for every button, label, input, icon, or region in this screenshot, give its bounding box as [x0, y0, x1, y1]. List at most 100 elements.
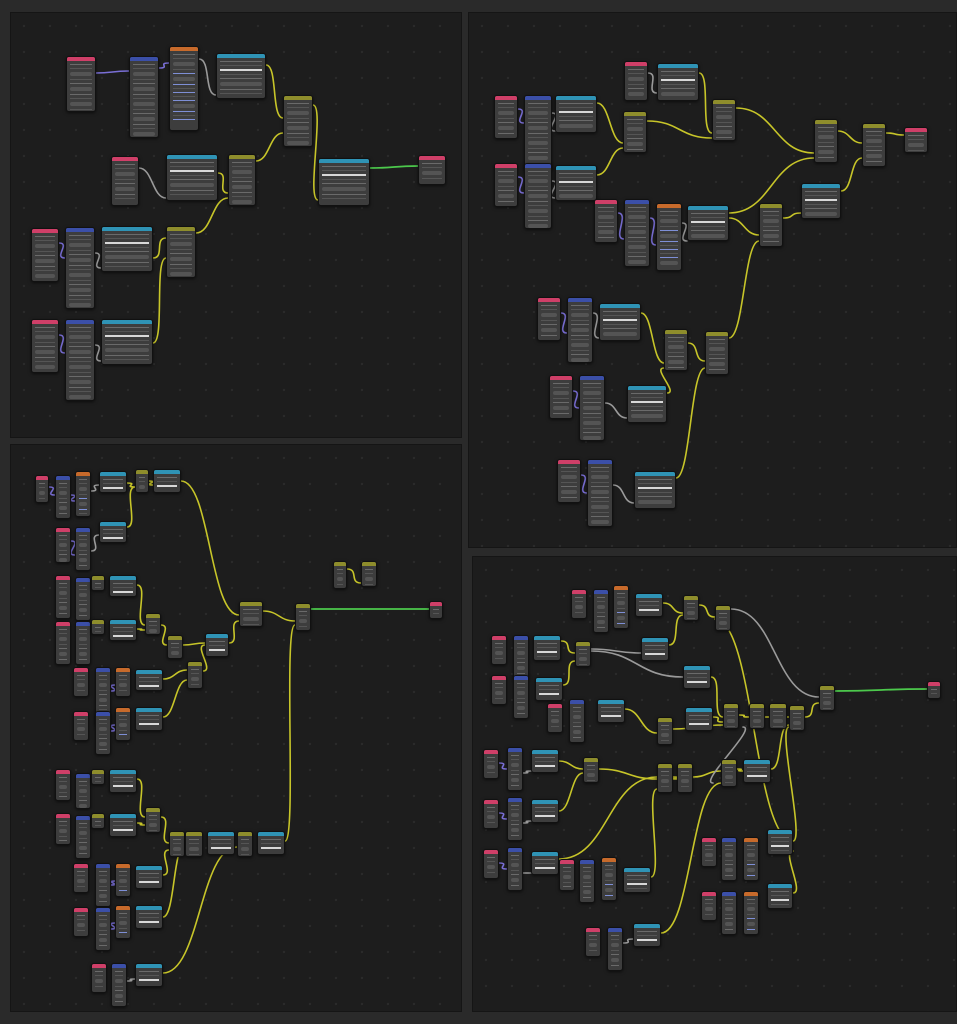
node-field[interactable]	[628, 92, 644, 96]
node-header[interactable]	[92, 576, 104, 580]
node-field[interactable]	[528, 194, 548, 198]
node-header[interactable]	[319, 159, 369, 163]
vector-node[interactable]	[721, 759, 737, 787]
node-header[interactable]	[32, 320, 58, 324]
texture-node[interactable]	[743, 837, 759, 881]
node-field[interactable]	[115, 172, 135, 176]
node-header[interactable]	[657, 204, 681, 208]
node-header[interactable]	[770, 704, 786, 708]
node-header[interactable]	[116, 708, 130, 712]
color-node[interactable]	[135, 905, 163, 929]
node-field[interactable]	[173, 77, 195, 81]
node-header[interactable]	[628, 386, 666, 390]
node-field[interactable]	[35, 335, 55, 339]
node-field[interactable]	[583, 890, 591, 894]
color-node[interactable]	[101, 226, 153, 272]
node-header[interactable]	[658, 64, 698, 68]
node-header[interactable]	[614, 586, 628, 590]
node-header[interactable]	[790, 706, 804, 710]
node-field[interactable]	[95, 979, 103, 983]
node-header[interactable]	[92, 964, 106, 968]
node-header[interactable]	[334, 562, 346, 566]
node-field[interactable]	[299, 619, 307, 623]
node-field[interactable]	[69, 395, 91, 399]
node-field[interactable]	[583, 421, 601, 425]
node-header[interactable]	[56, 770, 70, 774]
node-header[interactable]	[636, 594, 662, 598]
node-field[interactable]	[598, 215, 614, 219]
shader-node[interactable]	[75, 621, 91, 665]
node-header[interactable]	[96, 712, 110, 716]
node-header[interactable]	[495, 96, 517, 100]
node-field[interactable]	[517, 651, 525, 655]
node-header[interactable]	[56, 814, 70, 818]
color-node[interactable]	[599, 303, 641, 341]
shader-node[interactable]	[65, 227, 95, 309]
node-header[interactable]	[56, 476, 70, 480]
node-header[interactable]	[624, 112, 646, 116]
node-field[interactable]	[747, 922, 755, 926]
input-node[interactable]	[73, 711, 89, 741]
node-header[interactable]	[536, 678, 562, 682]
node-field[interactable]	[69, 273, 91, 277]
node-field[interactable]	[511, 763, 519, 767]
node-header[interactable]	[508, 748, 522, 752]
node-field[interactable]	[823, 701, 831, 705]
node-header[interactable]	[608, 928, 622, 932]
node-field[interactable]	[719, 621, 727, 625]
node-field[interactable]	[59, 506, 67, 510]
node-header[interactable]	[534, 636, 560, 640]
node-field[interactable]	[528, 141, 548, 145]
shader-node[interactable]	[513, 675, 529, 719]
node-header[interactable]	[32, 229, 58, 233]
node-field[interactable]	[805, 212, 837, 216]
node-field[interactable]	[59, 637, 67, 641]
node-field[interactable]	[511, 813, 519, 817]
node-field[interactable]	[818, 150, 834, 154]
vector-node[interactable]	[145, 613, 161, 635]
node-field[interactable]	[69, 258, 91, 262]
color-node[interactable]	[533, 635, 561, 661]
input-node[interactable]	[66, 56, 96, 112]
input-node[interactable]	[483, 749, 499, 779]
node-header[interactable]	[296, 604, 310, 608]
node-field[interactable]	[133, 132, 155, 136]
color-node[interactable]	[743, 759, 771, 783]
node-header[interactable]	[625, 62, 647, 66]
node-field[interactable]	[660, 234, 678, 238]
vector-node[interactable]	[705, 331, 729, 375]
node-field[interactable]	[115, 994, 123, 998]
shader-node[interactable]	[75, 527, 91, 571]
node-field[interactable]	[725, 868, 733, 872]
shader-node[interactable]	[111, 963, 127, 1007]
node-header[interactable]	[600, 304, 640, 308]
node-header[interactable]	[112, 964, 126, 968]
node-header[interactable]	[508, 848, 522, 852]
node-field[interactable]	[597, 605, 605, 609]
output-node[interactable]	[418, 155, 446, 185]
node-field[interactable]	[232, 170, 252, 174]
vector-node[interactable]	[819, 685, 835, 711]
vector-node[interactable]	[361, 561, 377, 587]
node-field[interactable]	[511, 878, 519, 882]
color-node[interactable]	[135, 669, 163, 691]
node-field[interactable]	[591, 490, 609, 494]
node-field[interactable]	[79, 789, 87, 793]
color-node[interactable]	[135, 707, 163, 731]
node-field[interactable]	[487, 865, 495, 869]
node-header[interactable]	[724, 704, 738, 708]
input-node[interactable]	[483, 799, 499, 829]
node-field[interactable]	[59, 785, 67, 789]
node-header[interactable]	[76, 774, 90, 778]
node-field[interactable]	[173, 847, 181, 851]
node-field[interactable]	[119, 683, 127, 687]
node-field[interactable]	[561, 490, 577, 494]
node-field[interactable]	[709, 362, 725, 366]
color-node[interactable]	[166, 154, 218, 201]
texture-node[interactable]	[115, 905, 131, 939]
node-field[interactable]	[79, 831, 87, 835]
node-field[interactable]	[99, 923, 107, 927]
node-field[interactable]	[661, 733, 669, 737]
input-node[interactable]	[494, 163, 518, 207]
node-field[interactable]	[793, 721, 801, 725]
